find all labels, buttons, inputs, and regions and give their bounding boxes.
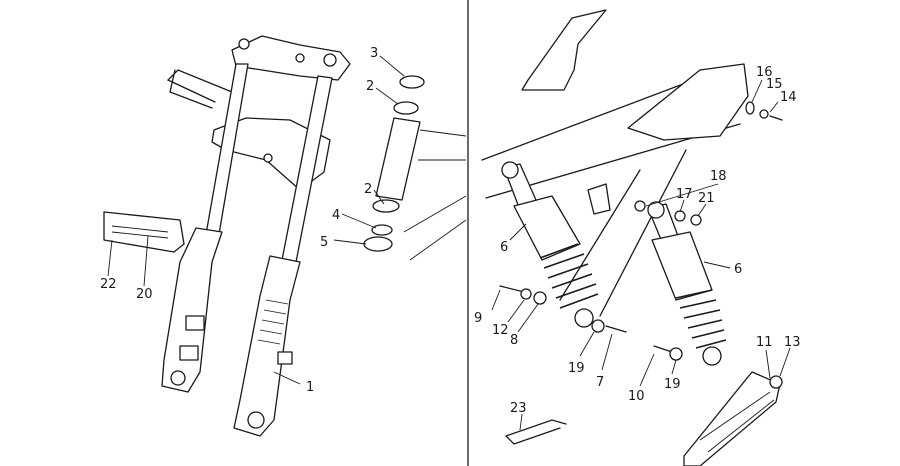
callout-13: 13 [784, 335, 801, 350]
axle-clamp-right [247, 411, 265, 429]
dust-seal [371, 224, 393, 236]
lower-bearing [372, 199, 400, 213]
callout-19-right: 19 [664, 377, 681, 392]
upper-triple-clamp [231, 35, 351, 81]
nut-13 [769, 375, 783, 389]
washer-17 [674, 210, 686, 222]
callout-18: 18 [710, 169, 727, 184]
washer-12 [520, 288, 532, 300]
callout-6-left: 6 [500, 240, 508, 255]
fork-slider-right [233, 255, 301, 437]
bolt-7 [605, 325, 627, 333]
washer-8 [533, 291, 547, 305]
upper-bearing [393, 101, 419, 115]
bearing-ring [363, 236, 393, 252]
oring-16 [745, 101, 755, 115]
callout-11: 11 [756, 335, 773, 350]
clamp-bolt [323, 53, 337, 67]
callout-22: 22 [100, 277, 117, 292]
callout-16: 16 [756, 65, 773, 80]
callout-12: 12 [492, 323, 509, 338]
bolt-10 [653, 345, 673, 353]
washer-21 [690, 214, 702, 226]
clamp-bolt [295, 53, 305, 63]
left-leader-lines [107, 55, 405, 385]
callout-2-lower: 2 [364, 182, 372, 197]
brake-mount-left [185, 315, 205, 331]
shock-eye-left [501, 161, 519, 179]
clamp-bolt [263, 153, 273, 163]
grab-rail-upper [521, 9, 607, 91]
washer-15 [759, 109, 769, 119]
callout-3: 3 [370, 46, 378, 61]
washer-18 [634, 200, 646, 212]
tail-bracket [627, 63, 749, 141]
handlebar-bracket [166, 69, 233, 109]
steering-head [363, 75, 467, 261]
callout-17: 17 [676, 187, 693, 202]
shock-eye-right [647, 201, 665, 219]
washer-19-left [591, 319, 605, 333]
callout-9: 9 [474, 311, 482, 326]
callout-19-left: 19 [568, 361, 585, 376]
callout-10: 10 [628, 389, 645, 404]
brake-mount-left-lower [179, 345, 199, 361]
shock-bottom-eye-right [702, 346, 722, 366]
washer-19-right [669, 347, 683, 361]
right-leader-lines [491, 79, 791, 431]
bracket-slot [111, 225, 169, 239]
screw-14 [769, 115, 783, 121]
mount-plate [587, 183, 611, 215]
steering-stem [375, 117, 421, 201]
callout-6-right: 6 [734, 262, 742, 277]
callout-7: 7 [596, 375, 604, 390]
shock-bottom-eye-left [574, 308, 594, 328]
shock-spring-left [539, 243, 599, 309]
callout-4: 4 [332, 208, 340, 223]
brake-mount-right [277, 351, 293, 365]
clamp-bolt [238, 38, 250, 50]
callout-14: 14 [780, 90, 797, 105]
headlight-bracket [103, 211, 185, 253]
rear-suspension-assembly [481, 9, 783, 466]
callout-20: 20 [136, 287, 153, 302]
swingarm-detail [699, 391, 775, 453]
shock-body-right [651, 231, 713, 301]
shock-spring-right [675, 289, 727, 349]
stem-nut [399, 75, 425, 89]
swingarm [683, 371, 781, 466]
callout-labels: 1 2 2 3 4 5 6 6 7 8 9 10 11 12 13 14 15 … [100, 46, 801, 416]
callout-15: 15 [766, 77, 783, 92]
callout-23: 23 [510, 401, 527, 416]
axle-clamp-left [170, 370, 186, 386]
slider-ribs [257, 299, 289, 345]
callout-8: 8 [510, 333, 518, 348]
frame-top-rail [481, 69, 741, 317]
tool-23 [505, 419, 567, 445]
frame-section-left [403, 129, 467, 261]
callout-1: 1 [306, 380, 314, 395]
callout-5: 5 [320, 235, 328, 250]
bolt-9 [499, 285, 525, 293]
front-fork-assembly [103, 35, 351, 437]
fork-slider-left [161, 227, 223, 393]
callout-21: 21 [698, 191, 715, 206]
shock-body-left [513, 195, 581, 261]
callout-2-upper: 2 [366, 79, 374, 94]
